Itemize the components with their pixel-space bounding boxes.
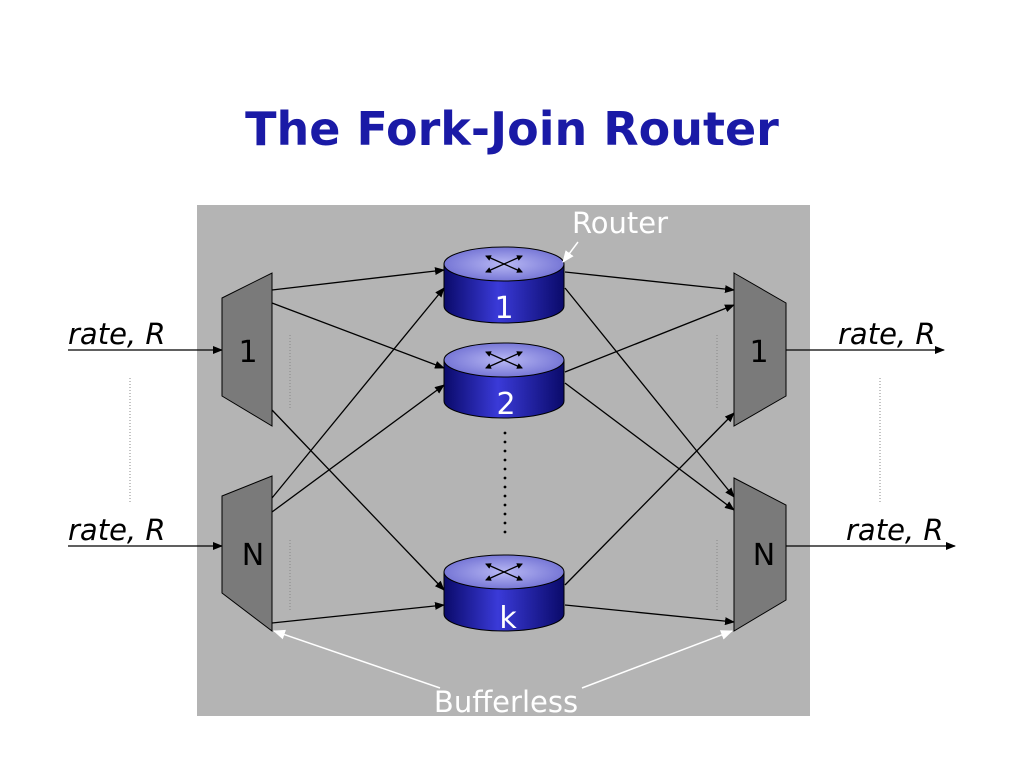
input-rate-label-top: rate, R [68, 317, 166, 351]
page-title: The Fork-Join Router [245, 102, 779, 156]
router-2-label: 2 [496, 387, 515, 422]
dotted-separators [129, 335, 881, 612]
router-ellipsis [503, 431, 507, 534]
router-1 [443, 246, 565, 324]
router-cross-icon [485, 255, 523, 273]
mux-n-label: N [753, 538, 775, 573]
demux-n-label: N [242, 538, 264, 573]
callout-arrows [273, 241, 733, 689]
router-1-label: 1 [494, 291, 513, 326]
mux-n [733, 477, 787, 632]
router-cross-icon [485, 351, 523, 369]
mux-1 [733, 272, 787, 427]
router-k-label: k [499, 601, 517, 636]
router-cross-icon [485, 563, 523, 581]
demux-n [221, 475, 273, 633]
output-rate-label-top: rate, R [838, 317, 936, 351]
input-rate-label-bottom: rate, R [68, 513, 166, 547]
output-rate-label-bottom: rate, R [846, 513, 944, 547]
demux-1 [221, 272, 273, 427]
router-2 [443, 342, 565, 419]
demux-1-label: 1 [238, 335, 257, 370]
bufferless-callout-label: Bufferless [434, 685, 578, 719]
mux-1-label: 1 [749, 335, 768, 370]
fabric-links [68, 267, 956, 626]
router-k [443, 554, 565, 632]
router-callout-label: Router [572, 206, 668, 240]
